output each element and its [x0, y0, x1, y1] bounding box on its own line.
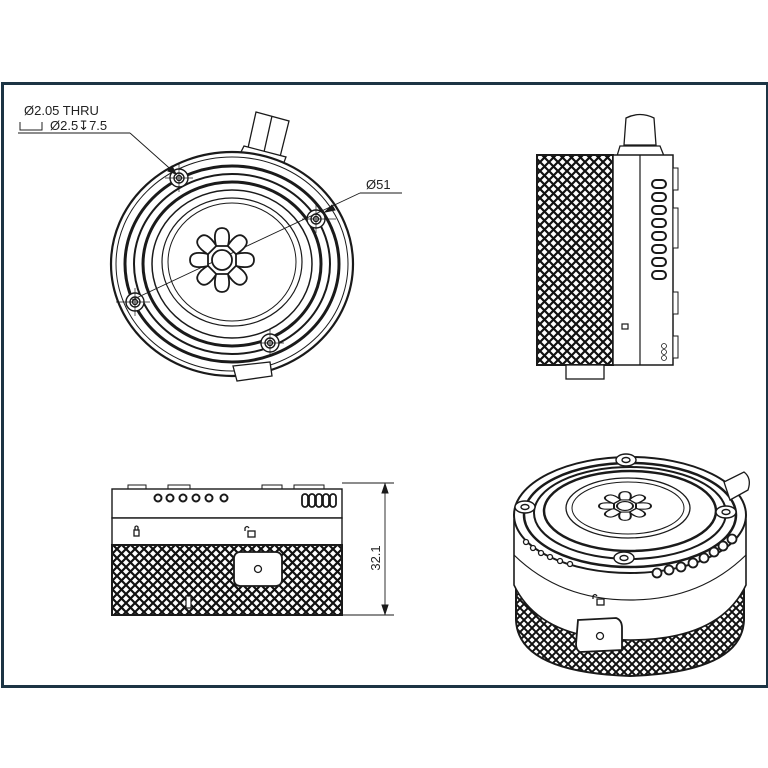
unlock-icon: [244, 525, 256, 538]
diameter-label: Ø51: [366, 177, 391, 192]
iso-view: [513, 453, 750, 678]
hole-spec-line1: Ø2.05 THRU: [24, 103, 99, 118]
hole-spec-line2: Ø2.5↧7.5: [50, 118, 107, 133]
top-view: [18, 111, 402, 382]
vent-flower: [189, 227, 255, 293]
iso-unlock-icon: [592, 593, 605, 606]
side-view: [536, 113, 679, 380]
drawing-frame: [1, 82, 768, 688]
counterbore-icon: [19, 122, 43, 131]
front-view: [111, 482, 394, 616]
height-label: 32.1: [368, 545, 383, 570]
lock-icon: [133, 525, 140, 537]
